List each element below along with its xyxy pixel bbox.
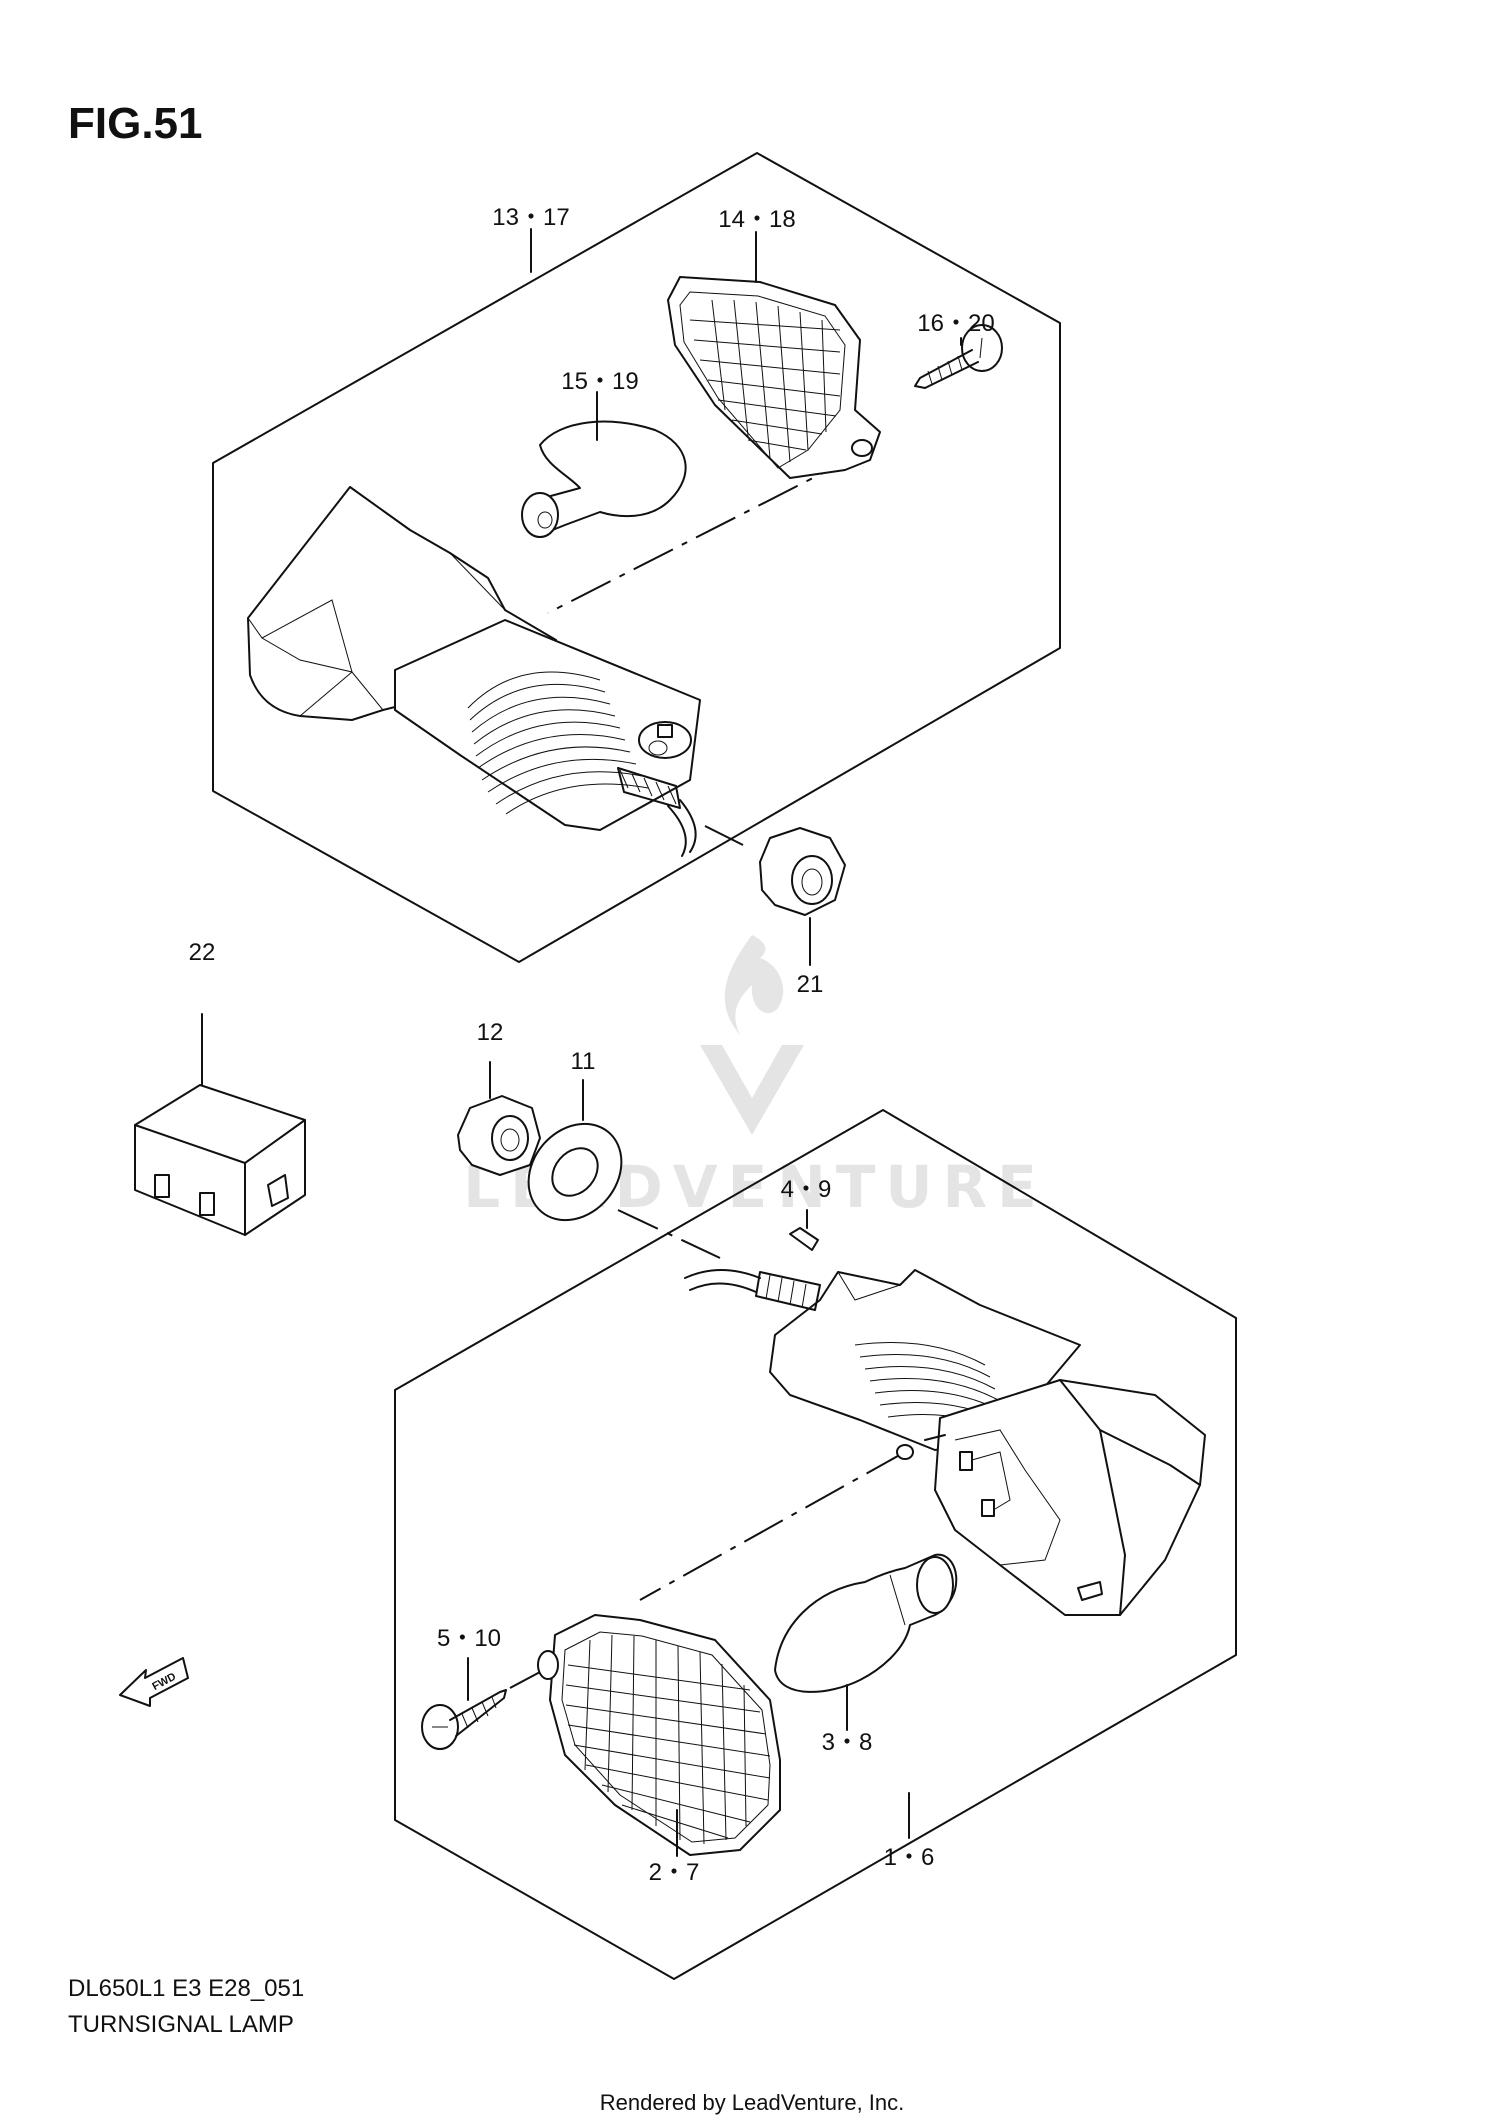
callout-5-10: 5・10 [437,1625,501,1652]
lower-washer-line [617,1209,721,1259]
lower-assembly [394,1109,1237,1980]
callout-3-8: 3・8 [822,1729,873,1756]
callout-13-17: 13・17 [492,204,569,231]
upper-assembly-frame [212,152,1061,963]
upper-nut-line [704,825,744,846]
model-code: DL650L1 E3 E28_051 [68,1975,304,2002]
upper-lens [667,276,881,479]
upper-bellows-ribs [467,671,649,815]
nut-12 [457,1061,541,1176]
fwd-arrow-icon: FWD [119,1657,189,1707]
upper-lens-grid [689,299,841,463]
nut-21 [759,827,846,916]
callout-16-20: 16・20 [917,310,994,337]
upper-assembly [212,152,1061,966]
lower-lens [537,1614,781,1857]
upper-screw [914,324,1003,389]
callout-11: 11 [571,1048,596,1075]
callout-1-6: 1・6 [884,1844,935,1871]
washer-11 [527,1079,623,1222]
lower-screw [421,1657,541,1750]
callout-15-19: 15・19 [561,368,638,395]
callout-14-18: 14・18 [718,206,795,233]
lower-wire [684,1269,761,1279]
upper-threaded-stud [617,767,681,809]
upper-alignment-line [547,453,861,614]
lower-assembly-frame [394,1109,1237,1980]
lower-bulb [774,1553,958,1731]
callout-2-7: 2・7 [649,1859,700,1886]
upper-bulb [521,420,687,538]
lower-alignment-line [639,1451,906,1601]
callout-22: 22 [189,939,216,966]
lower-lamp-housing [896,1379,1206,1616]
relay-22 [134,1013,306,1236]
rendered-by-footer: Rendered by LeadVenture, Inc. [600,2090,905,2115]
lower-lens-grid [565,1634,771,1845]
pin-4-9 [789,1209,819,1251]
lower-threaded-stud [755,1271,821,1311]
figure-caption: TURNSIGNAL LAMP [68,2011,294,2038]
upper-lamp-stem [394,619,701,857]
flame-logo-icon [700,935,804,1135]
figure-title: FIG.51 [68,99,203,148]
callout-labels: 13・17 14・18 16・20 15・19 21 22 12 11 4・9 … [189,204,995,1886]
callout-12: 12 [477,1019,504,1046]
callout-4-9: 4・9 [781,1176,832,1203]
callout-21: 21 [797,971,824,998]
upper-wire [679,799,697,853]
